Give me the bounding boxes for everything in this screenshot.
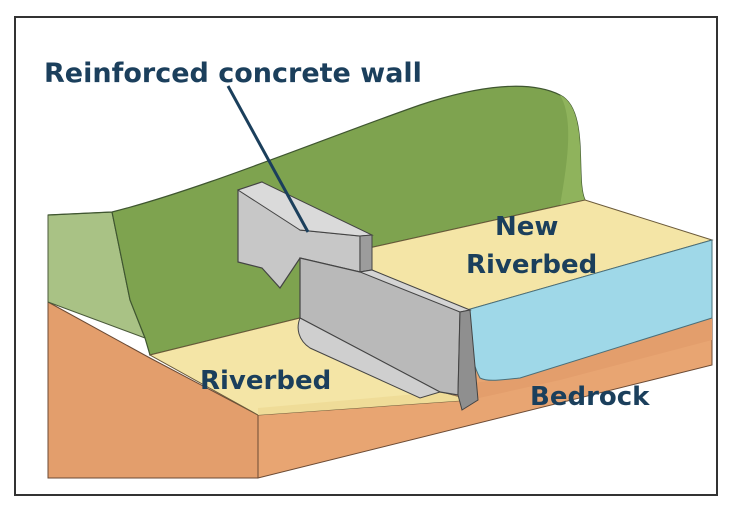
hill-ridge (560, 95, 585, 206)
riverbed-front-strip (258, 392, 470, 415)
riverbed-label: Riverbed (200, 366, 332, 396)
bedrock-label: Bedrock (530, 382, 650, 412)
wall-footing (297, 317, 442, 399)
new-riverbed-label-line1: New (495, 212, 559, 242)
wall-leader-line (226, 85, 310, 233)
wall-upper-side (359, 234, 373, 273)
diagram-frame (14, 16, 718, 496)
new-riverbed-label-line2: Riverbed (466, 250, 598, 280)
wall-label: Reinforced concrete wall (44, 58, 422, 89)
wall-end-face (457, 309, 479, 411)
